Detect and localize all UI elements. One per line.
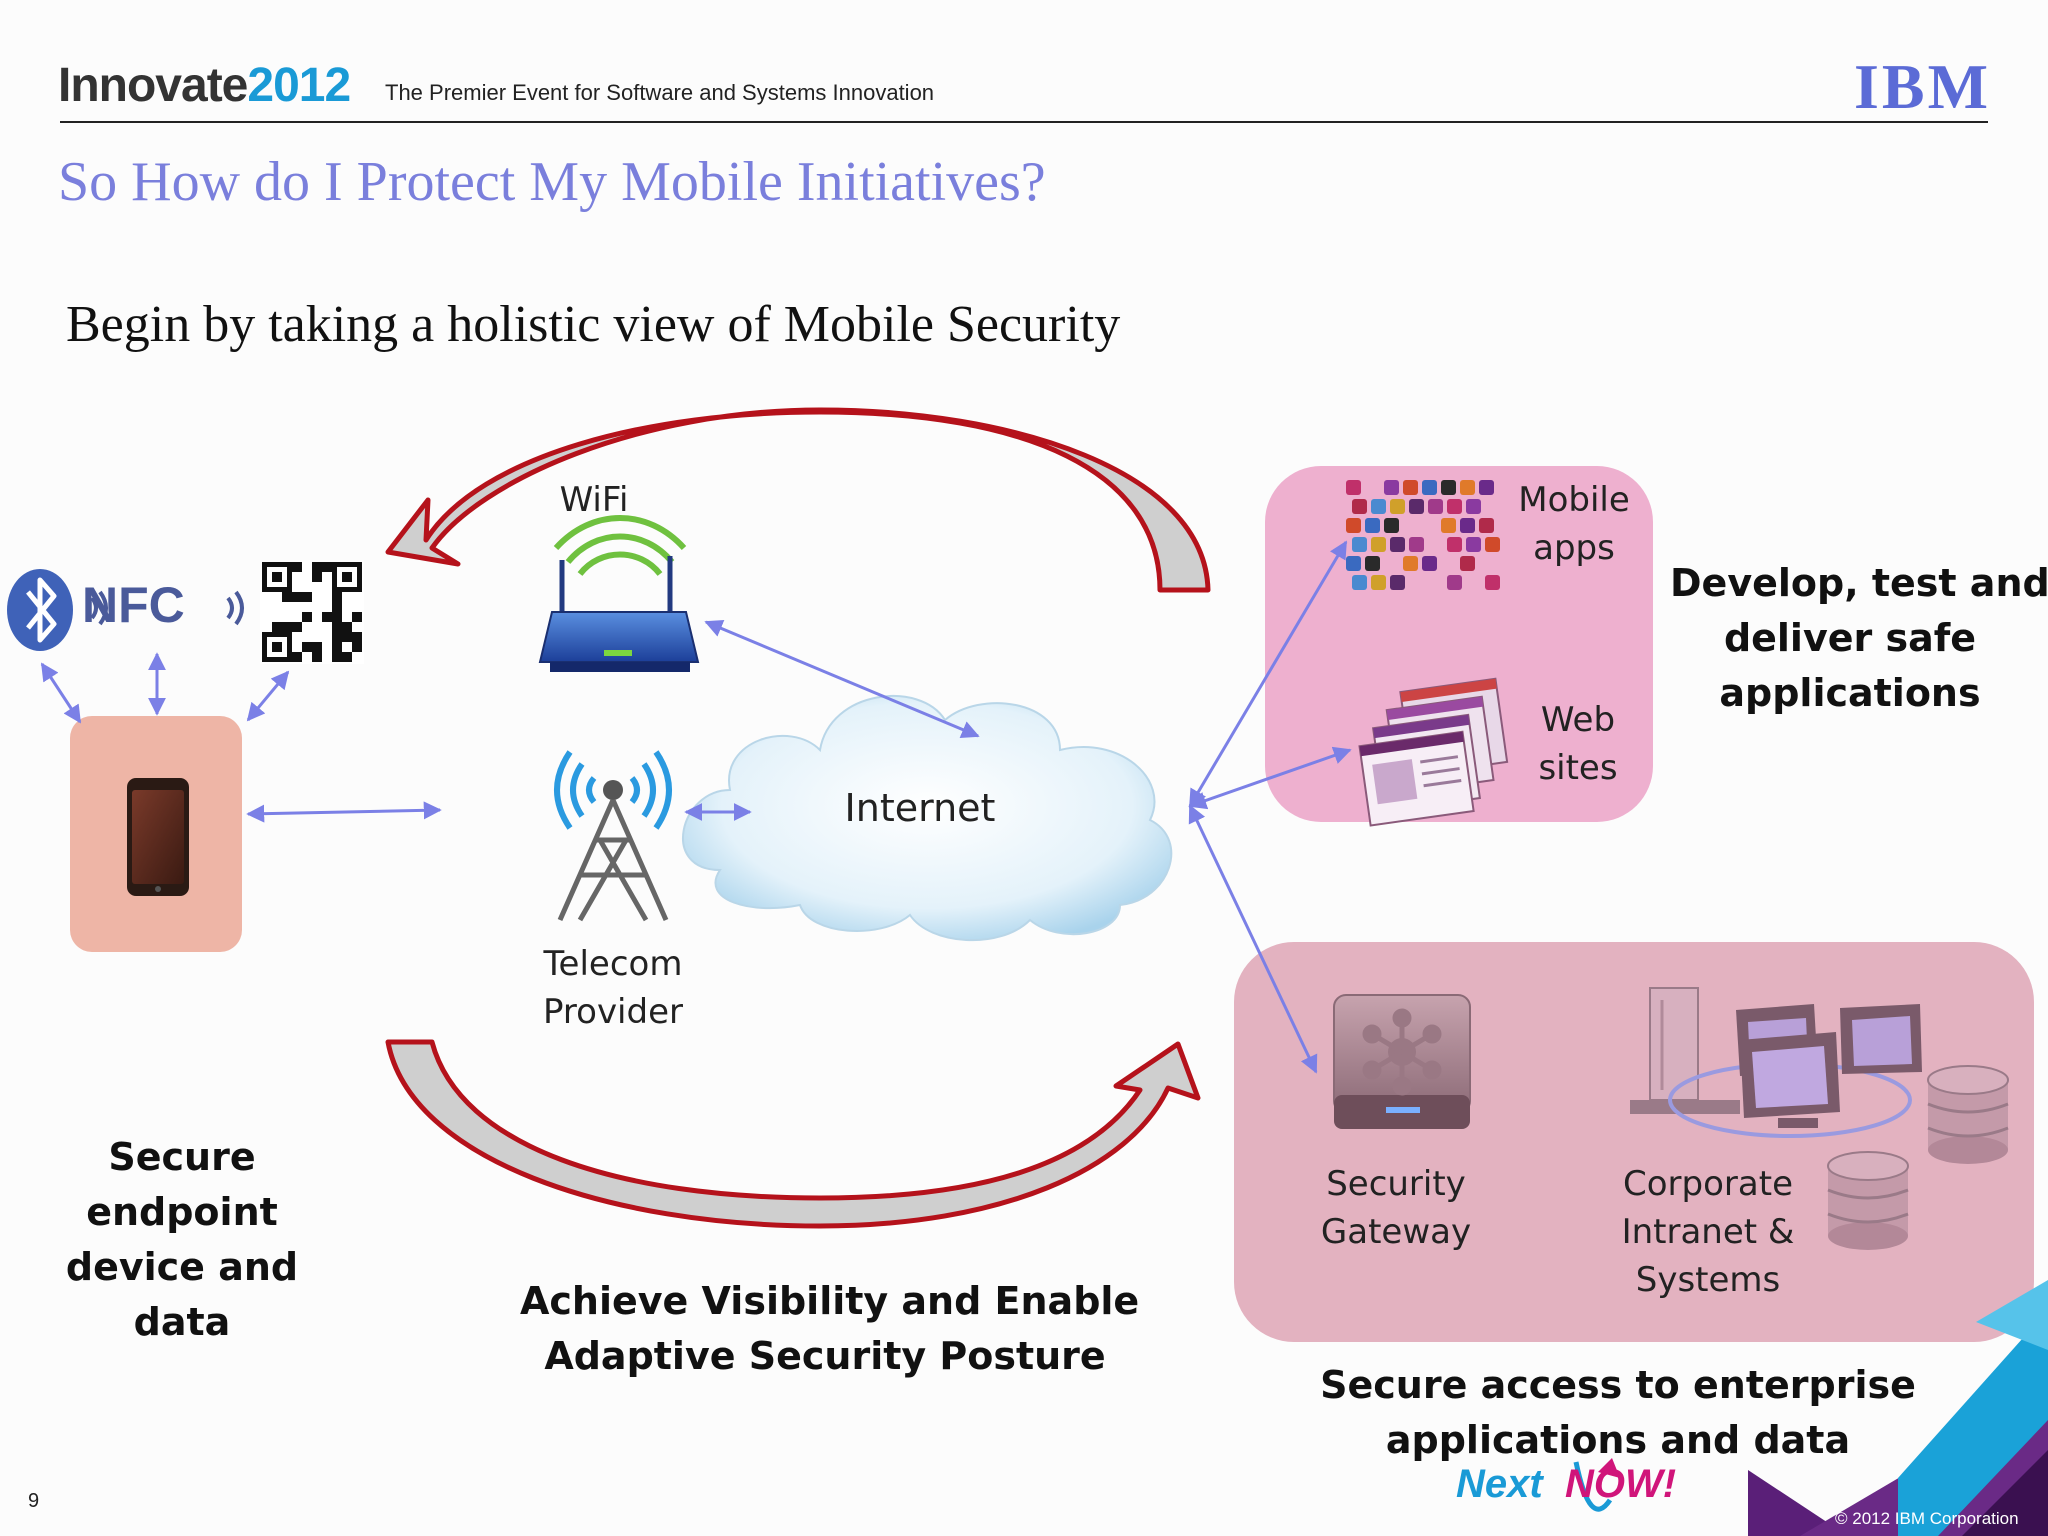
brand-word: Innovate [58,59,248,112]
nfc-wave-icon [90,590,244,626]
next-now-swirl-icon [1573,1458,1620,1512]
internet-label: Internet [844,786,996,830]
wifi-router-icon [538,515,700,672]
header-tagline: The Premier Event for Software and Syste… [385,80,935,105]
telecom-provider-label: Telecom Provider [543,944,683,1032]
security-gateway-icon [1333,994,1471,1129]
innovate-2012-logo: Innovate2012 [58,58,351,113]
next-now-logo: Next NOW! [1456,1462,1677,1506]
database-icon [1927,1065,2009,1164]
endpoint-caption: Secure endpoint device and data [65,1135,299,1344]
wifi-label: WiFi [559,480,629,520]
database-icon [1827,1151,1909,1250]
telecom-tower-icon [554,750,672,922]
slide-title: So How do I Protect My Mobile Initiative… [58,151,1046,213]
bottom-cycle-arrow [385,1039,1201,1229]
develop-caption: Develop, test and deliver safe applicati… [1670,561,2048,715]
bluetooth-icon [7,569,73,651]
web-sites-label: Web sites [1538,700,1618,788]
slide-subtitle: Begin by taking a holistic view of Mobil… [66,296,1121,353]
connector-arrows [40,540,1352,1074]
header-divider [60,121,1988,123]
top-cycle-arrow [385,407,1211,593]
copyright: © 2012 IBM Corporation [1835,1509,2019,1528]
corner-decoration [1748,1280,2048,1536]
brand-year: 2012 [247,59,351,112]
mobile-apps-label: Mobile apps [1518,480,1630,568]
page-number: 9 [28,1490,40,1512]
nfc-label: NFC [82,577,185,633]
security-gateway-label: Security Gateway [1320,1164,1472,1252]
smartphone-icon [127,778,189,896]
enterprise-caption: Secure access to enterprise applications… [1320,1363,1916,1462]
web-sites-icon [1358,677,1509,827]
corporate-systems-icon [1630,987,2009,1250]
ibm-logo: IBM [1854,51,1991,122]
qr-code-icon [260,560,364,664]
visibility-caption: Achieve Visibility and Enable Adaptive S… [520,1279,1140,1378]
mobile-apps-icon [1346,480,1500,590]
corporate-intranet-label: Corporate Intranet & Systems [1621,1164,1795,1300]
